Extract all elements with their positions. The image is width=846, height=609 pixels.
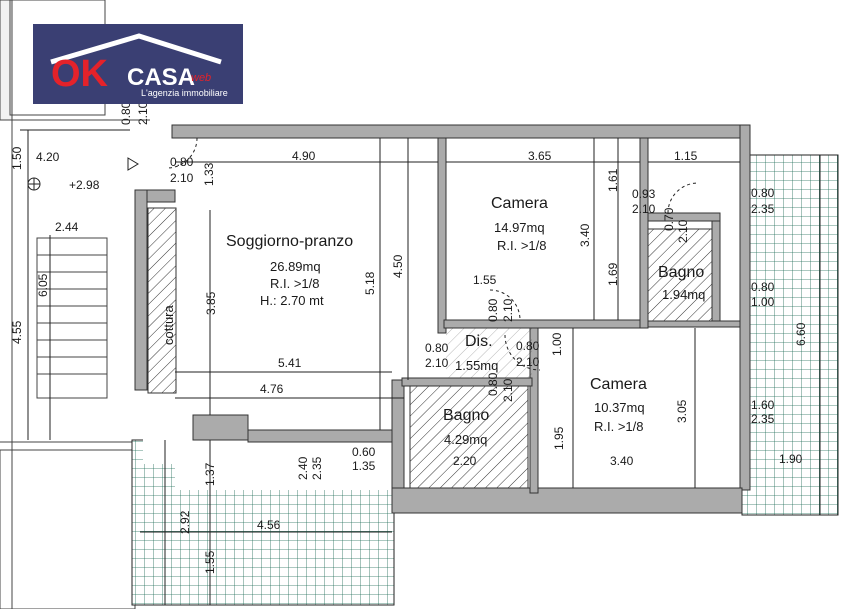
dim-label: 4.50 bbox=[391, 254, 405, 278]
opening-label: 0.80 bbox=[170, 155, 194, 169]
dim-label: 1.55 bbox=[473, 273, 497, 287]
opening-label: 2.35 bbox=[751, 412, 775, 426]
okcasa-logo: OK CASA web L'agenzia immobiliare bbox=[33, 24, 243, 104]
logo-web: web bbox=[191, 72, 212, 84]
opening-label: 1.35 bbox=[352, 459, 376, 473]
room-ri-camera1: R.I. >1/8 bbox=[497, 238, 547, 253]
bagno-large-fill bbox=[409, 385, 529, 489]
room-area-bagno-small: 1.94mq bbox=[662, 287, 705, 302]
dim-label: 5.41 bbox=[278, 356, 302, 370]
dim-label: 2.20 bbox=[453, 454, 477, 468]
opening-label: 2.10 bbox=[516, 355, 540, 369]
room-area-soggiorno: 26.89mq bbox=[270, 259, 321, 274]
opening-label: 2.10 bbox=[676, 219, 690, 243]
dim-label: +2.98 bbox=[69, 178, 100, 192]
dim-label: 1.33 bbox=[202, 162, 216, 186]
dimension-labels: 4.90 3.65 1.15 4.20 1.50 +2.98 2.44 6.05… bbox=[10, 146, 808, 574]
opening-label: 2.10 bbox=[632, 202, 656, 216]
dim-label: 1.55 bbox=[203, 550, 217, 574]
opening-label: 1.00 bbox=[550, 332, 564, 356]
opening-label: 1.60 bbox=[751, 398, 775, 412]
room-name-cottura: cottura bbox=[161, 304, 176, 345]
dim-label: 3.65 bbox=[528, 149, 552, 163]
room-name-camera2: Camera bbox=[590, 376, 647, 393]
opening-label: 0.93 bbox=[632, 187, 656, 201]
room-name-bagno-small: Bagno bbox=[658, 264, 704, 281]
logo-casa: CASA bbox=[127, 64, 196, 91]
opening-label: 2.35 bbox=[751, 202, 775, 216]
dim-label: 1.50 bbox=[10, 146, 24, 170]
room-ri-soggiorno: R.I. >1/8 bbox=[270, 276, 320, 291]
room-name-dis: Dis. bbox=[465, 333, 493, 350]
dim-label: 4.55 bbox=[10, 320, 24, 344]
dim-label: 2.92 bbox=[178, 510, 192, 534]
door-swings bbox=[166, 137, 699, 371]
opening-label: 2.35 bbox=[310, 456, 324, 480]
logo-tagline: L'agenzia immobiliare bbox=[141, 88, 228, 98]
dim-label: 1.90 bbox=[779, 452, 803, 466]
opening-label: 2.10 bbox=[170, 171, 194, 185]
dim-label: 4.56 bbox=[257, 518, 281, 532]
opening-label: 2.10 bbox=[501, 298, 515, 322]
dimension-lines bbox=[20, 129, 821, 605]
logo-ok: OK bbox=[51, 53, 108, 95]
opening-label: 2.10 bbox=[501, 378, 515, 402]
opening-label: 0.80 bbox=[119, 101, 133, 125]
opening-label: 0.60 bbox=[352, 445, 376, 459]
opening-label: 0.80 bbox=[751, 186, 775, 200]
bagno-small-fill bbox=[647, 228, 713, 322]
walls bbox=[134, 124, 751, 514]
dim-label: 1.95 bbox=[552, 426, 566, 450]
opening-label: 2.10 bbox=[136, 101, 150, 125]
roof-icon bbox=[50, 33, 222, 65]
room-name-bagno-large: Bagno bbox=[443, 407, 489, 424]
dim-label: 6.60 bbox=[794, 322, 808, 346]
dim-label: 4.76 bbox=[260, 382, 284, 396]
dim-label: 3.85 bbox=[204, 291, 218, 315]
dim-label: 3.40 bbox=[610, 454, 634, 468]
room-area-bagno-large: 4.29mq bbox=[444, 432, 487, 447]
dim-label: 1.69 bbox=[606, 262, 620, 286]
dim-label: 5.18 bbox=[363, 271, 377, 295]
room-name-camera1: Camera bbox=[491, 195, 548, 212]
dim-label: 4.90 bbox=[292, 149, 316, 163]
opening-label: 2.10 bbox=[425, 356, 449, 370]
room-height-soggiorno: H.: 2.70 mt bbox=[260, 293, 324, 308]
opening-label: 0.80 bbox=[516, 339, 540, 353]
dim-label: 1.37 bbox=[203, 462, 217, 486]
opening-label: 2.40 bbox=[296, 456, 310, 480]
dim-label: 6.05 bbox=[36, 273, 50, 297]
room-area-dis: 1.55mq bbox=[455, 358, 498, 373]
opening-label: 0.80 bbox=[486, 298, 500, 322]
opening-label: 0.70 bbox=[662, 207, 676, 231]
opening-label: 0.80 bbox=[751, 280, 775, 294]
terrace-right bbox=[741, 154, 839, 516]
dim-label: 4.20 bbox=[36, 150, 60, 164]
cottura-zone bbox=[147, 207, 177, 394]
dis-fill bbox=[446, 328, 532, 378]
dim-label: 3.40 bbox=[578, 223, 592, 247]
room-labels: Soggiorno-pranzo 26.89mq R.I. >1/8 H.: 2… bbox=[161, 195, 705, 447]
room-name-soggiorno: Soggiorno-pranzo bbox=[226, 233, 353, 250]
room-area-camera2: 10.37mq bbox=[594, 400, 645, 415]
dim-label: 1.61 bbox=[606, 168, 620, 192]
opening-label: 0.80 bbox=[425, 341, 449, 355]
dim-label: 3.05 bbox=[675, 399, 689, 423]
room-ri-camera2: R.I. >1/8 bbox=[594, 419, 644, 434]
dim-label: 2.44 bbox=[55, 220, 79, 234]
opening-label: 0.80 bbox=[486, 372, 500, 396]
dim-label: 1.15 bbox=[674, 149, 698, 163]
opening-label: 1.00 bbox=[751, 295, 775, 309]
room-area-camera1: 14.97mq bbox=[494, 220, 545, 235]
opening-labels: 0.80 2.10 0.93 2.10 0.70 2.10 0.80 2.35 … bbox=[119, 101, 775, 480]
